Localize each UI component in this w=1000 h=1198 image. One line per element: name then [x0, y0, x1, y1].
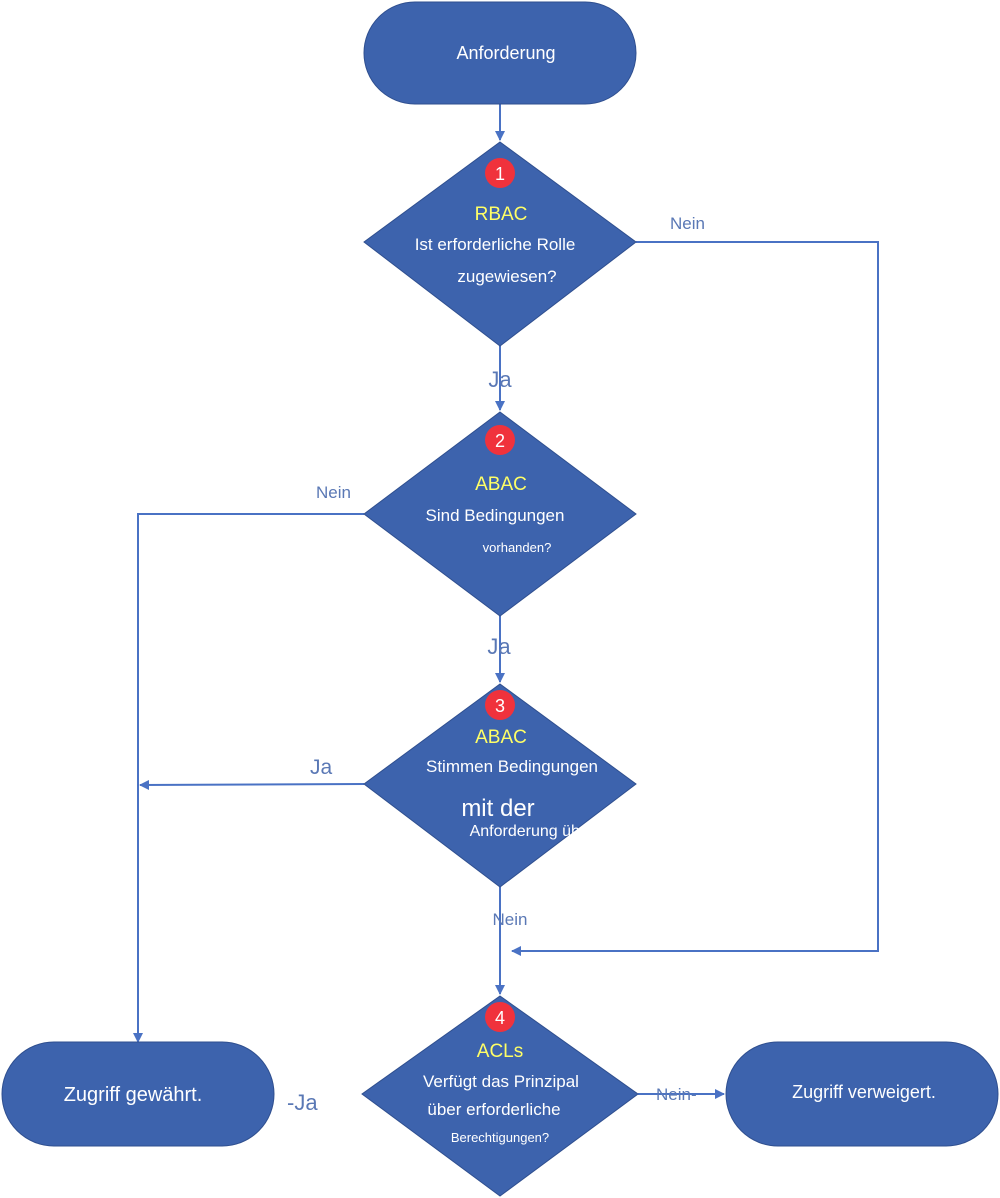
edge-d2-no	[133, 513, 364, 1043]
decision-1-title: RBAC	[475, 204, 528, 225]
decision-4-line2: über erforderliche	[427, 1100, 560, 1119]
step-2-badge	[485, 425, 515, 455]
edge-label-d1-yes: Ja	[488, 367, 512, 392]
decision-abac-conditions-match	[363, 683, 637, 888]
step-1-number: 1	[495, 164, 505, 184]
access-denied-node	[725, 1041, 999, 1147]
access-denied-label: Zugriff verweigert.	[792, 1082, 936, 1102]
edge-label-d2-yes: Ja	[487, 634, 511, 659]
edge-label-d2-no: Nein	[316, 483, 351, 502]
decision-rbac-role	[363, 141, 637, 347]
edge-d1-no	[511, 241, 879, 956]
decision-2-line1: Sind Bedingungen	[426, 506, 565, 525]
step-2-number: 2	[495, 431, 505, 451]
decision-4-title: ACLs	[477, 1041, 523, 1062]
decision-acl-permissions	[361, 995, 639, 1197]
decision-3-line2: mit der	[461, 795, 534, 822]
edge-label-d4-yes: -Ja	[287, 1090, 318, 1115]
access-granted-label: Zugriff gewährt.	[64, 1084, 203, 1106]
decision-2-line2: vorhanden?	[483, 540, 552, 555]
start-node	[363, 1, 637, 105]
edge-label-d3-yes: Ja	[310, 756, 333, 779]
decision-1-line2: zugewiesen?	[457, 267, 556, 286]
step-3-badge	[485, 690, 515, 720]
start-node-label: Anforderung	[456, 43, 555, 63]
step-4-badge	[485, 1002, 515, 1032]
decision-3-title: ABAC	[475, 727, 527, 748]
decision-3-line1: Stimmen Bedingungen	[426, 757, 598, 776]
decision-3-line3: Anforderung überein?	[470, 823, 625, 840]
decision-4-line1: Verfügt das Prinzipal	[423, 1072, 579, 1091]
step-1-badge	[485, 158, 515, 188]
step-3-number: 3	[495, 696, 505, 716]
decision-2-title: ABAC	[475, 474, 527, 495]
step-4-number: 4	[495, 1008, 505, 1028]
edge-label-d3-no: Nein	[493, 910, 528, 929]
decision-4-line3: Berechtigungen?	[451, 1130, 549, 1145]
access-granted-node	[1, 1041, 275, 1147]
decision-1-line1: Ist erforderliche Rolle	[415, 235, 576, 254]
edge-d3-yes	[139, 779, 365, 790]
decision-abac-conditions-exist	[363, 411, 637, 617]
edge-label-d4-no: Nein-	[656, 1085, 697, 1104]
edge-label-d1-no: Nein	[670, 214, 705, 233]
